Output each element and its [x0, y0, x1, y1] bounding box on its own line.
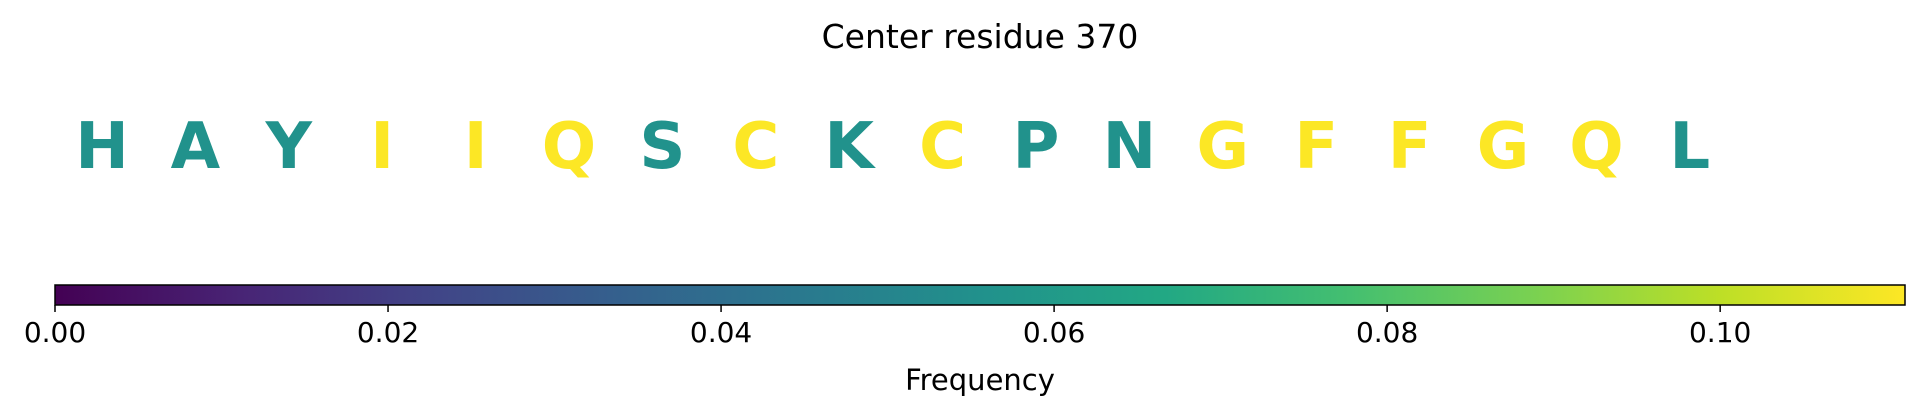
residue-letter: I — [464, 110, 488, 184]
residue-letter: G — [1477, 110, 1530, 184]
colorbar-label: Frequency — [905, 363, 1055, 397]
residue-letter: C — [919, 110, 966, 184]
residue-letter: Q — [1569, 110, 1623, 184]
residue-letter: N — [1103, 110, 1157, 184]
chart-title: Center residue 370 — [822, 17, 1139, 56]
residue-letter: H — [75, 110, 129, 184]
colorbar-tick-label: 0.06 — [1023, 316, 1085, 349]
colorbar-tick-label: 0.00 — [24, 316, 86, 349]
residue-letter: A — [171, 110, 221, 184]
colorbar-ticks: 0.00 0.02 0.04 0.06 0.08 0.10 — [24, 305, 1751, 349]
residue-letter: S — [639, 110, 685, 184]
residue-letter: F — [1388, 110, 1432, 184]
colorbar-tick-label: 0.10 — [1689, 316, 1751, 349]
residue-letter: C — [732, 110, 779, 184]
colorbar: 0.00 0.02 0.04 0.06 0.08 0.10 Frequency — [24, 284, 1906, 397]
residue-letter: P — [1013, 110, 1060, 184]
colorbar-gradient — [54, 284, 1906, 306]
residue-letter: G — [1197, 110, 1250, 184]
residue-letter: F — [1294, 110, 1338, 184]
residue-letter: Y — [265, 110, 313, 184]
residue-letter: K — [824, 110, 876, 184]
colorbar-tick-label: 0.08 — [1356, 316, 1418, 349]
residue-letter: Q — [542, 110, 596, 184]
residue-letter: I — [370, 110, 394, 184]
residue-letter: L — [1669, 110, 1710, 184]
colorbar-tick-label: 0.02 — [357, 316, 419, 349]
colorbar-tick-label: 0.04 — [690, 316, 752, 349]
